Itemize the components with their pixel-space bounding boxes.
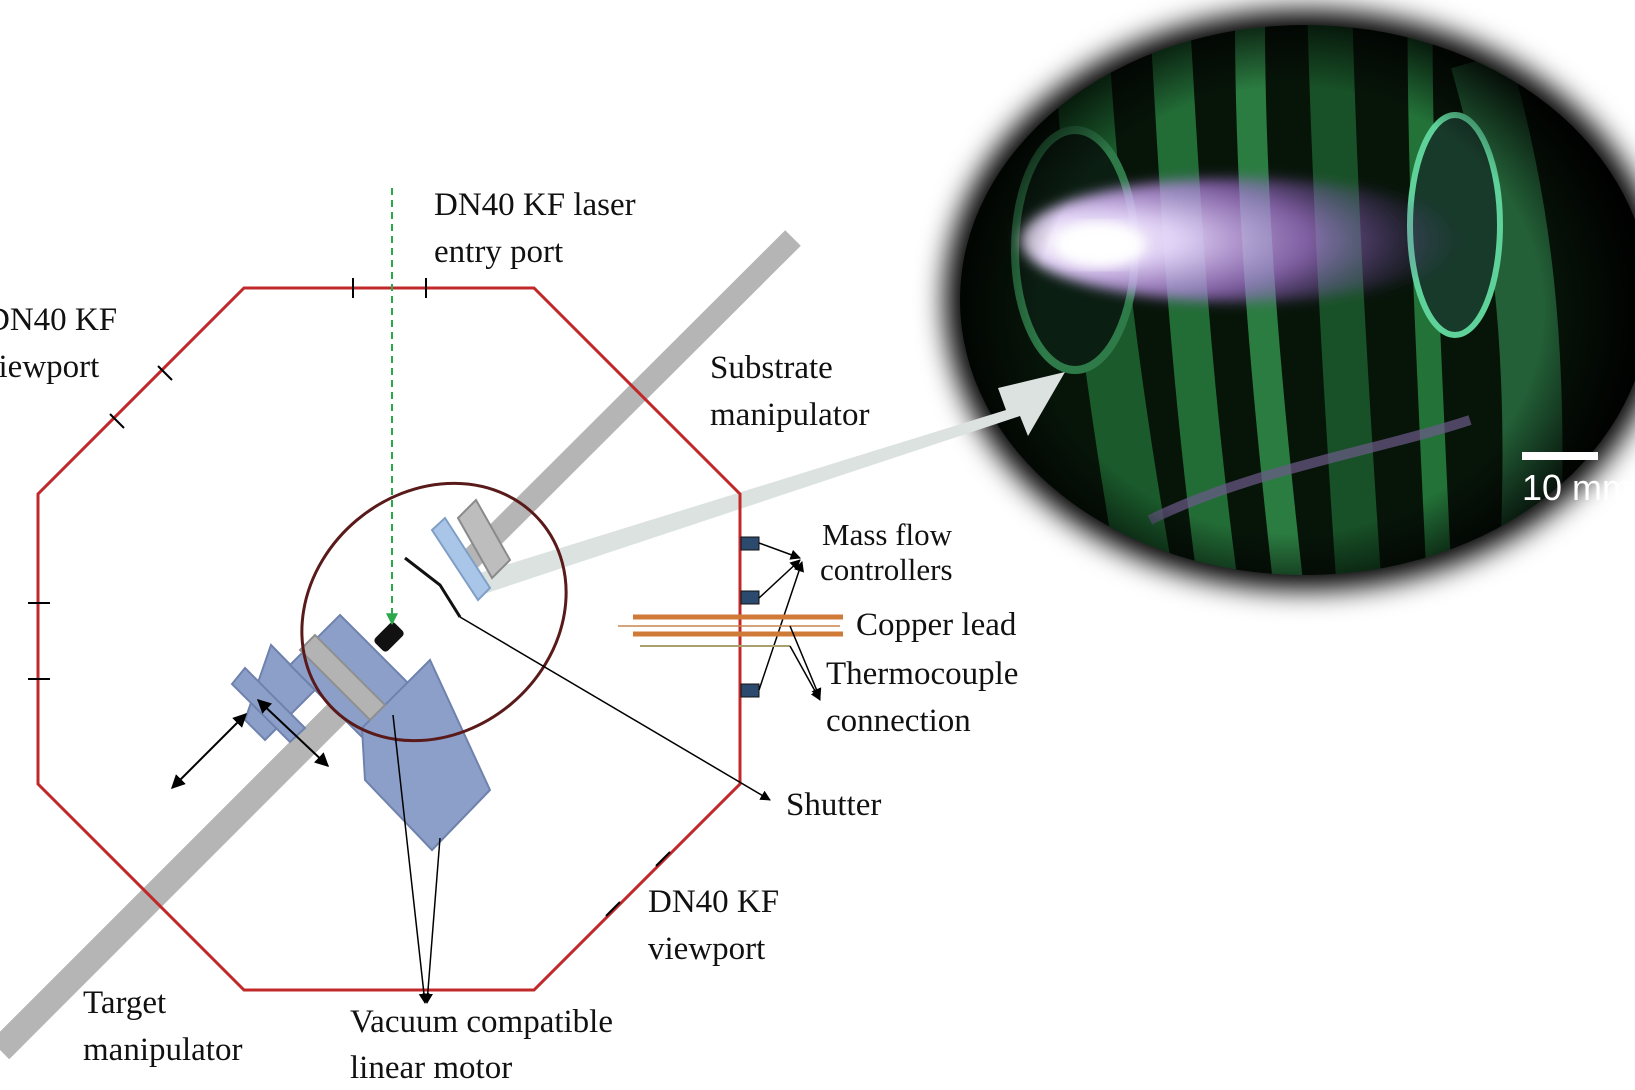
thermocouple-label-2: connection	[826, 703, 971, 739]
motor-leaders	[392, 714, 441, 1005]
plume-photo: 10 mm	[945, 10, 1635, 590]
substrate-holder	[456, 498, 512, 580]
target-manipulator-label-1: Target	[83, 985, 166, 1021]
callout-arrow	[470, 372, 1065, 596]
bottom-viewport-label-2: viewport	[648, 931, 765, 967]
linear-motor-label-1: Vacuum compatible	[350, 1004, 613, 1040]
substrate	[430, 516, 492, 602]
scale-bar	[1522, 452, 1598, 460]
target-manipulator-label-2: manipulator	[83, 1032, 242, 1068]
substrate-manipulator-label-2: manipulator	[710, 397, 869, 433]
target-rod	[0, 695, 355, 1060]
scale-bar-label: 10 mm	[1522, 467, 1632, 508]
copper-lead-label: Copper lead	[856, 607, 1017, 643]
target	[374, 622, 404, 652]
left-viewport-label-1: DN40 KF	[0, 302, 117, 338]
left-viewport-label-2: viewport	[0, 349, 99, 385]
target-motion-arrow-1	[171, 713, 247, 789]
linear-motor-label-2: linear motor	[350, 1050, 512, 1086]
vacuum-chamber	[36, 286, 742, 992]
mass-flow-controllers	[740, 536, 760, 698]
bottom-viewport-label-1: DN40 KF	[648, 884, 779, 920]
shutter-leader	[459, 616, 771, 801]
target-motion-arrow-2	[256, 699, 330, 767]
thermocouple-label-1: Thermocouple	[826, 656, 1018, 692]
laser-port-label-1: DN40 KF laser	[434, 187, 636, 223]
thermocouple-leaders	[789, 625, 822, 701]
shutter-label: Shutter	[786, 787, 881, 823]
mfc-label-1: Mass flow	[822, 517, 953, 552]
laser-port-label-2: entry port	[434, 234, 563, 270]
copper-lead	[633, 614, 843, 637]
target-assembly	[230, 613, 492, 852]
port-ticks	[28, 278, 671, 917]
substrate-manipulator-label-1: Substrate	[710, 350, 833, 386]
shutter	[404, 556, 462, 618]
mfc-label-2: controllers	[820, 552, 953, 587]
